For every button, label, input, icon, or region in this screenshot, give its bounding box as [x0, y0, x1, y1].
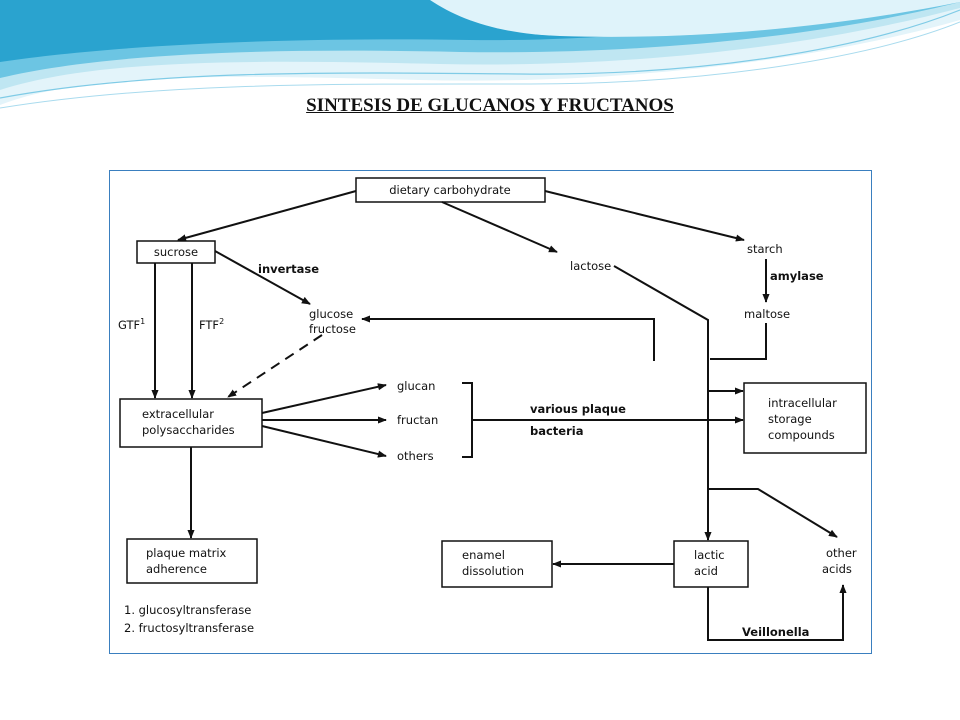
node-lactose: lactose	[570, 259, 611, 273]
footnote-glucosyltransferase: 1. glucosyltransferase	[124, 603, 251, 617]
node-dietary-carbohydrate: dietary carbohydrate	[355, 177, 546, 203]
slide-title: SINTESIS DE GLUCANOS Y FRUCTANOS	[306, 95, 674, 116]
node-plaque-line1: plaque matrix	[146, 546, 227, 560]
node-dietary-label: dietary carbohydrate	[389, 183, 511, 197]
node-other-acids-line1: other	[826, 546, 857, 560]
node-plaque-line2: adherence	[146, 562, 207, 576]
node-fructose: fructose	[309, 322, 356, 336]
decorative-header-wave	[0, 0, 960, 109]
node-intracellular-storage: intracellular storage compounds	[743, 382, 867, 454]
arrow-junction-to-glucose	[361, 315, 655, 361]
node-glucose: glucose	[309, 307, 353, 321]
label-amylase: amylase	[770, 269, 824, 283]
label-veillonella: Veillonella	[742, 625, 809, 639]
node-plaque-matrix: plaque matrix adherence	[126, 538, 258, 584]
node-eps-line2: polysaccharides	[142, 423, 235, 437]
arrow-dietary-to-starch	[544, 190, 745, 242]
connector-lactose-to-junction	[613, 265, 709, 359]
label-ftf: FTF2	[199, 317, 224, 332]
footnote-fructosyltransferase: 2. fructosyltransferase	[124, 621, 254, 635]
node-enamel-line1: enamel	[462, 548, 505, 562]
node-other-acids-line2: acids	[822, 562, 852, 576]
node-sucrose: sucrose	[136, 240, 216, 264]
arrow-eps-to-glucan	[261, 383, 387, 414]
node-starch: starch	[747, 242, 783, 256]
arrow-veillonella	[707, 584, 847, 641]
node-eps-line1: extracellular	[142, 407, 214, 421]
node-storage-line3: compounds	[768, 428, 835, 442]
node-storage-line2: storage	[768, 412, 812, 426]
node-glucan: glucan	[397, 379, 435, 393]
node-others: others	[397, 449, 434, 463]
connector-maltose-to-junction	[710, 323, 767, 360]
node-maltose: maltose	[744, 307, 790, 321]
node-lactic-line2: acid	[694, 564, 718, 578]
arrow-sucrose-to-glucose	[214, 250, 311, 305]
arrow-dietary-to-sucrose	[177, 190, 357, 242]
label-bacteria: bacteria	[530, 424, 583, 438]
node-fructan: fructan	[397, 413, 438, 427]
node-lactic-acid: lactic acid	[673, 540, 749, 588]
arrow-eps-to-others	[261, 425, 387, 458]
arrow-to-other-acids	[708, 488, 838, 538]
bracket-polysaccharides	[462, 382, 473, 458]
node-lactic-line1: lactic	[694, 548, 725, 562]
node-sucrose-label: sucrose	[154, 245, 198, 259]
dashed-fructose-to-eps	[227, 334, 323, 398]
label-gtf: GTF1	[118, 317, 145, 332]
node-enamel-line2: dissolution	[462, 564, 524, 578]
node-storage-line1: intracellular	[768, 396, 837, 410]
label-various-plaque: various plaque	[530, 402, 626, 416]
label-invertase: invertase	[258, 262, 319, 276]
node-extracellular-polysaccharides: extracellular polysaccharides	[119, 398, 263, 448]
metabolism-diagram: dietary carbohydrate sucrose extracellul…	[109, 170, 872, 654]
arrow-dietary-to-lactose	[441, 201, 558, 253]
node-enamel-dissolution: enamel dissolution	[441, 540, 553, 588]
